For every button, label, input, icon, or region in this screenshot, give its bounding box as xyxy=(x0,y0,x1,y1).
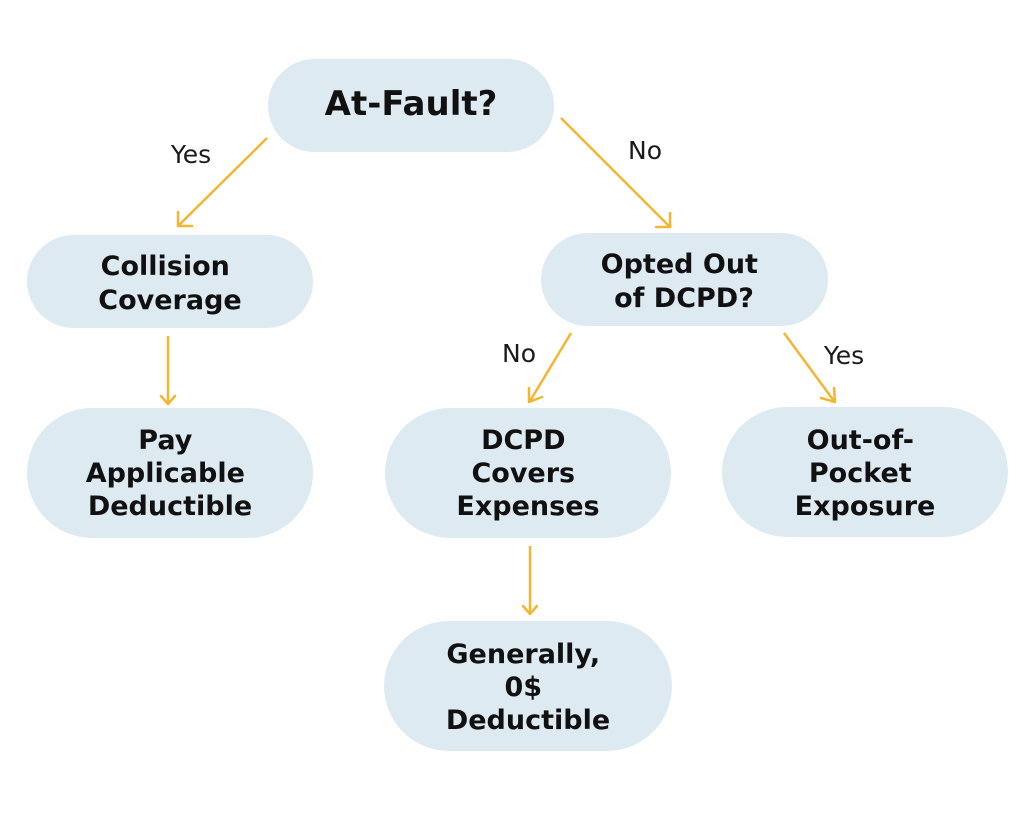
svg-text:Generally, 0$ Dedu: Generally, 0$ Deductible xyxy=(446,639,610,736)
node-generally-0-deductible: Generally, 0$ Deductible xyxy=(384,621,672,751)
edge-at-fault-to-collision: Yes xyxy=(170,137,268,228)
node-label: Deductible xyxy=(88,491,252,522)
node-out-of-pocket-exposure: Out-of- Pocket Exposure xyxy=(722,407,1008,537)
node-at-fault: At-Fault? xyxy=(268,59,554,152)
edge-label-yes: Yes xyxy=(823,341,864,370)
node-label: Expenses xyxy=(456,491,599,522)
node-opted-out-dcpd: Opted Out of DCPD? xyxy=(541,233,828,326)
edge-label-no: No xyxy=(628,136,662,165)
node-label: Out-of- xyxy=(807,425,914,456)
node-label: Generally, xyxy=(446,639,600,670)
edge-dcpd-covers-to-generally xyxy=(521,546,539,616)
svg-text:Out-of- Pocket Exp: Out-of- Pocket Exposure xyxy=(795,425,936,522)
node-label: Pay xyxy=(138,425,192,456)
svg-text:Opted Out of DCPD?: Opted Out of DCPD? xyxy=(601,249,768,314)
svg-text:DCPD Covers Expens: DCPD Covers Expenses xyxy=(456,425,599,522)
edge-at-fault-to-opted-out: No xyxy=(560,117,672,229)
svg-text:Collision Coverage: Collision Coverage xyxy=(98,251,241,316)
node-collision-coverage: Collision Coverage xyxy=(27,235,313,328)
node-label: of DCPD? xyxy=(614,283,754,314)
node-label: Pocket xyxy=(809,458,912,489)
node-label: DCPD xyxy=(481,425,565,456)
node-label: Covers xyxy=(471,458,575,489)
node-label: At-Fault? xyxy=(325,84,498,124)
node-label: Deductible xyxy=(446,705,610,736)
svg-text:Pay Applicable Ded: Pay Applicable Deductible xyxy=(86,425,255,522)
node-label: Coverage xyxy=(98,285,241,316)
node-label: Applicable xyxy=(86,458,245,489)
node-label: Collision xyxy=(101,251,230,282)
node-label: Opted Out xyxy=(601,249,758,280)
svg-text:At-Fault?: At-Fault? xyxy=(325,84,498,124)
edge-collision-to-pay-deductible xyxy=(159,336,177,406)
node-label: 0$ xyxy=(505,672,543,703)
edge-label-no: No xyxy=(502,339,536,368)
edge-opted-out-to-dcpd-covers: No xyxy=(502,332,573,404)
node-dcpd-covers-expenses: DCPD Covers Expenses xyxy=(385,408,671,538)
node-label: Exposure xyxy=(795,491,936,522)
edge-label-yes: Yes xyxy=(170,140,211,169)
edge-opted-out-to-out-of-pocket: Yes xyxy=(782,332,864,404)
node-pay-applicable-deductible: Pay Applicable Deductible xyxy=(27,408,313,538)
